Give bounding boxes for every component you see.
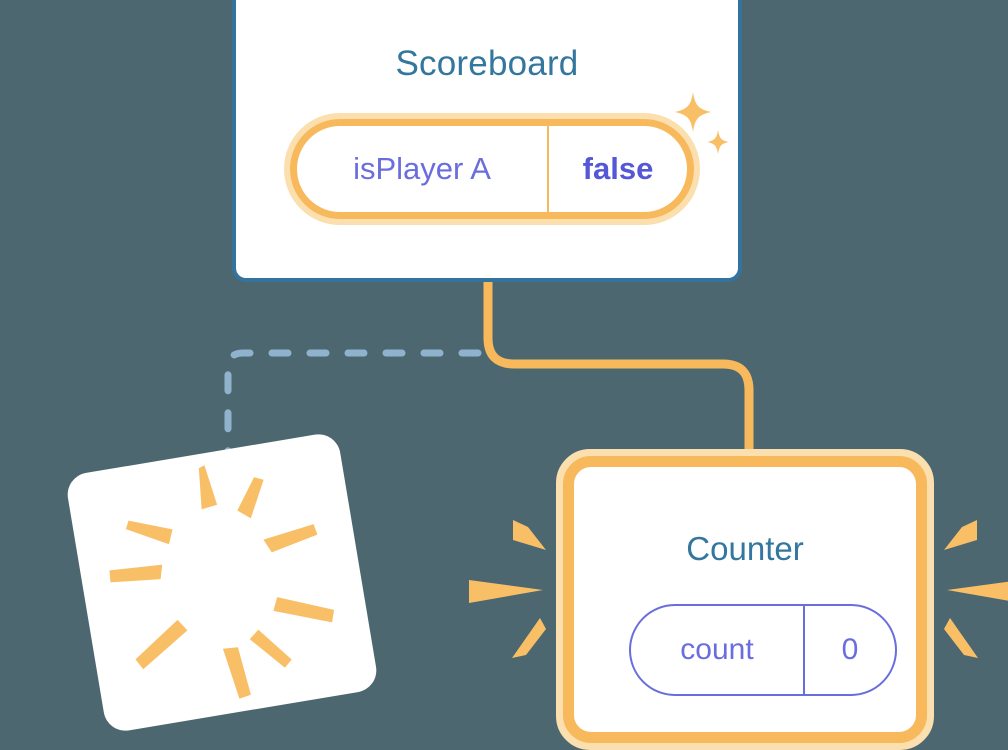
counter-card[interactable]: Counter count 0 [556, 449, 934, 750]
counter-state-pill[interactable]: count 0 [629, 604, 897, 696]
burst-rays-icon [109, 465, 335, 699]
counter-state-value: 0 [841, 633, 859, 666]
counter-state-key: count [680, 633, 754, 666]
counter-card-body[interactable]: Counter count 0 [563, 456, 927, 743]
scoreboard-state-pill[interactable]: isPlayer A false [284, 113, 700, 225]
sparkle-group [675, 92, 729, 154]
sparkle-large-icon [675, 92, 711, 132]
burst-placeholder-card[interactable] [64, 431, 380, 734]
counter-pill-divider [803, 604, 805, 696]
connector-solid-scoreboard-to-counter [483, 280, 754, 462]
scoreboard-pill-body[interactable]: isPlayer A false [290, 119, 694, 219]
sparkle-small-icon [707, 130, 729, 154]
scoreboard-card[interactable]: Scoreboard isPlayer A false [232, 0, 742, 282]
counter-title: Counter [686, 530, 804, 567]
counter-right-rays-icon [944, 520, 1008, 658]
scoreboard-pill-divider [547, 119, 549, 219]
scoreboard-state-value: false [582, 151, 654, 186]
scoreboard-title: Scoreboard [395, 44, 579, 83]
counter-left-rays-icon [469, 520, 546, 658]
scoreboard-state-key: isPlayer A [353, 151, 491, 186]
